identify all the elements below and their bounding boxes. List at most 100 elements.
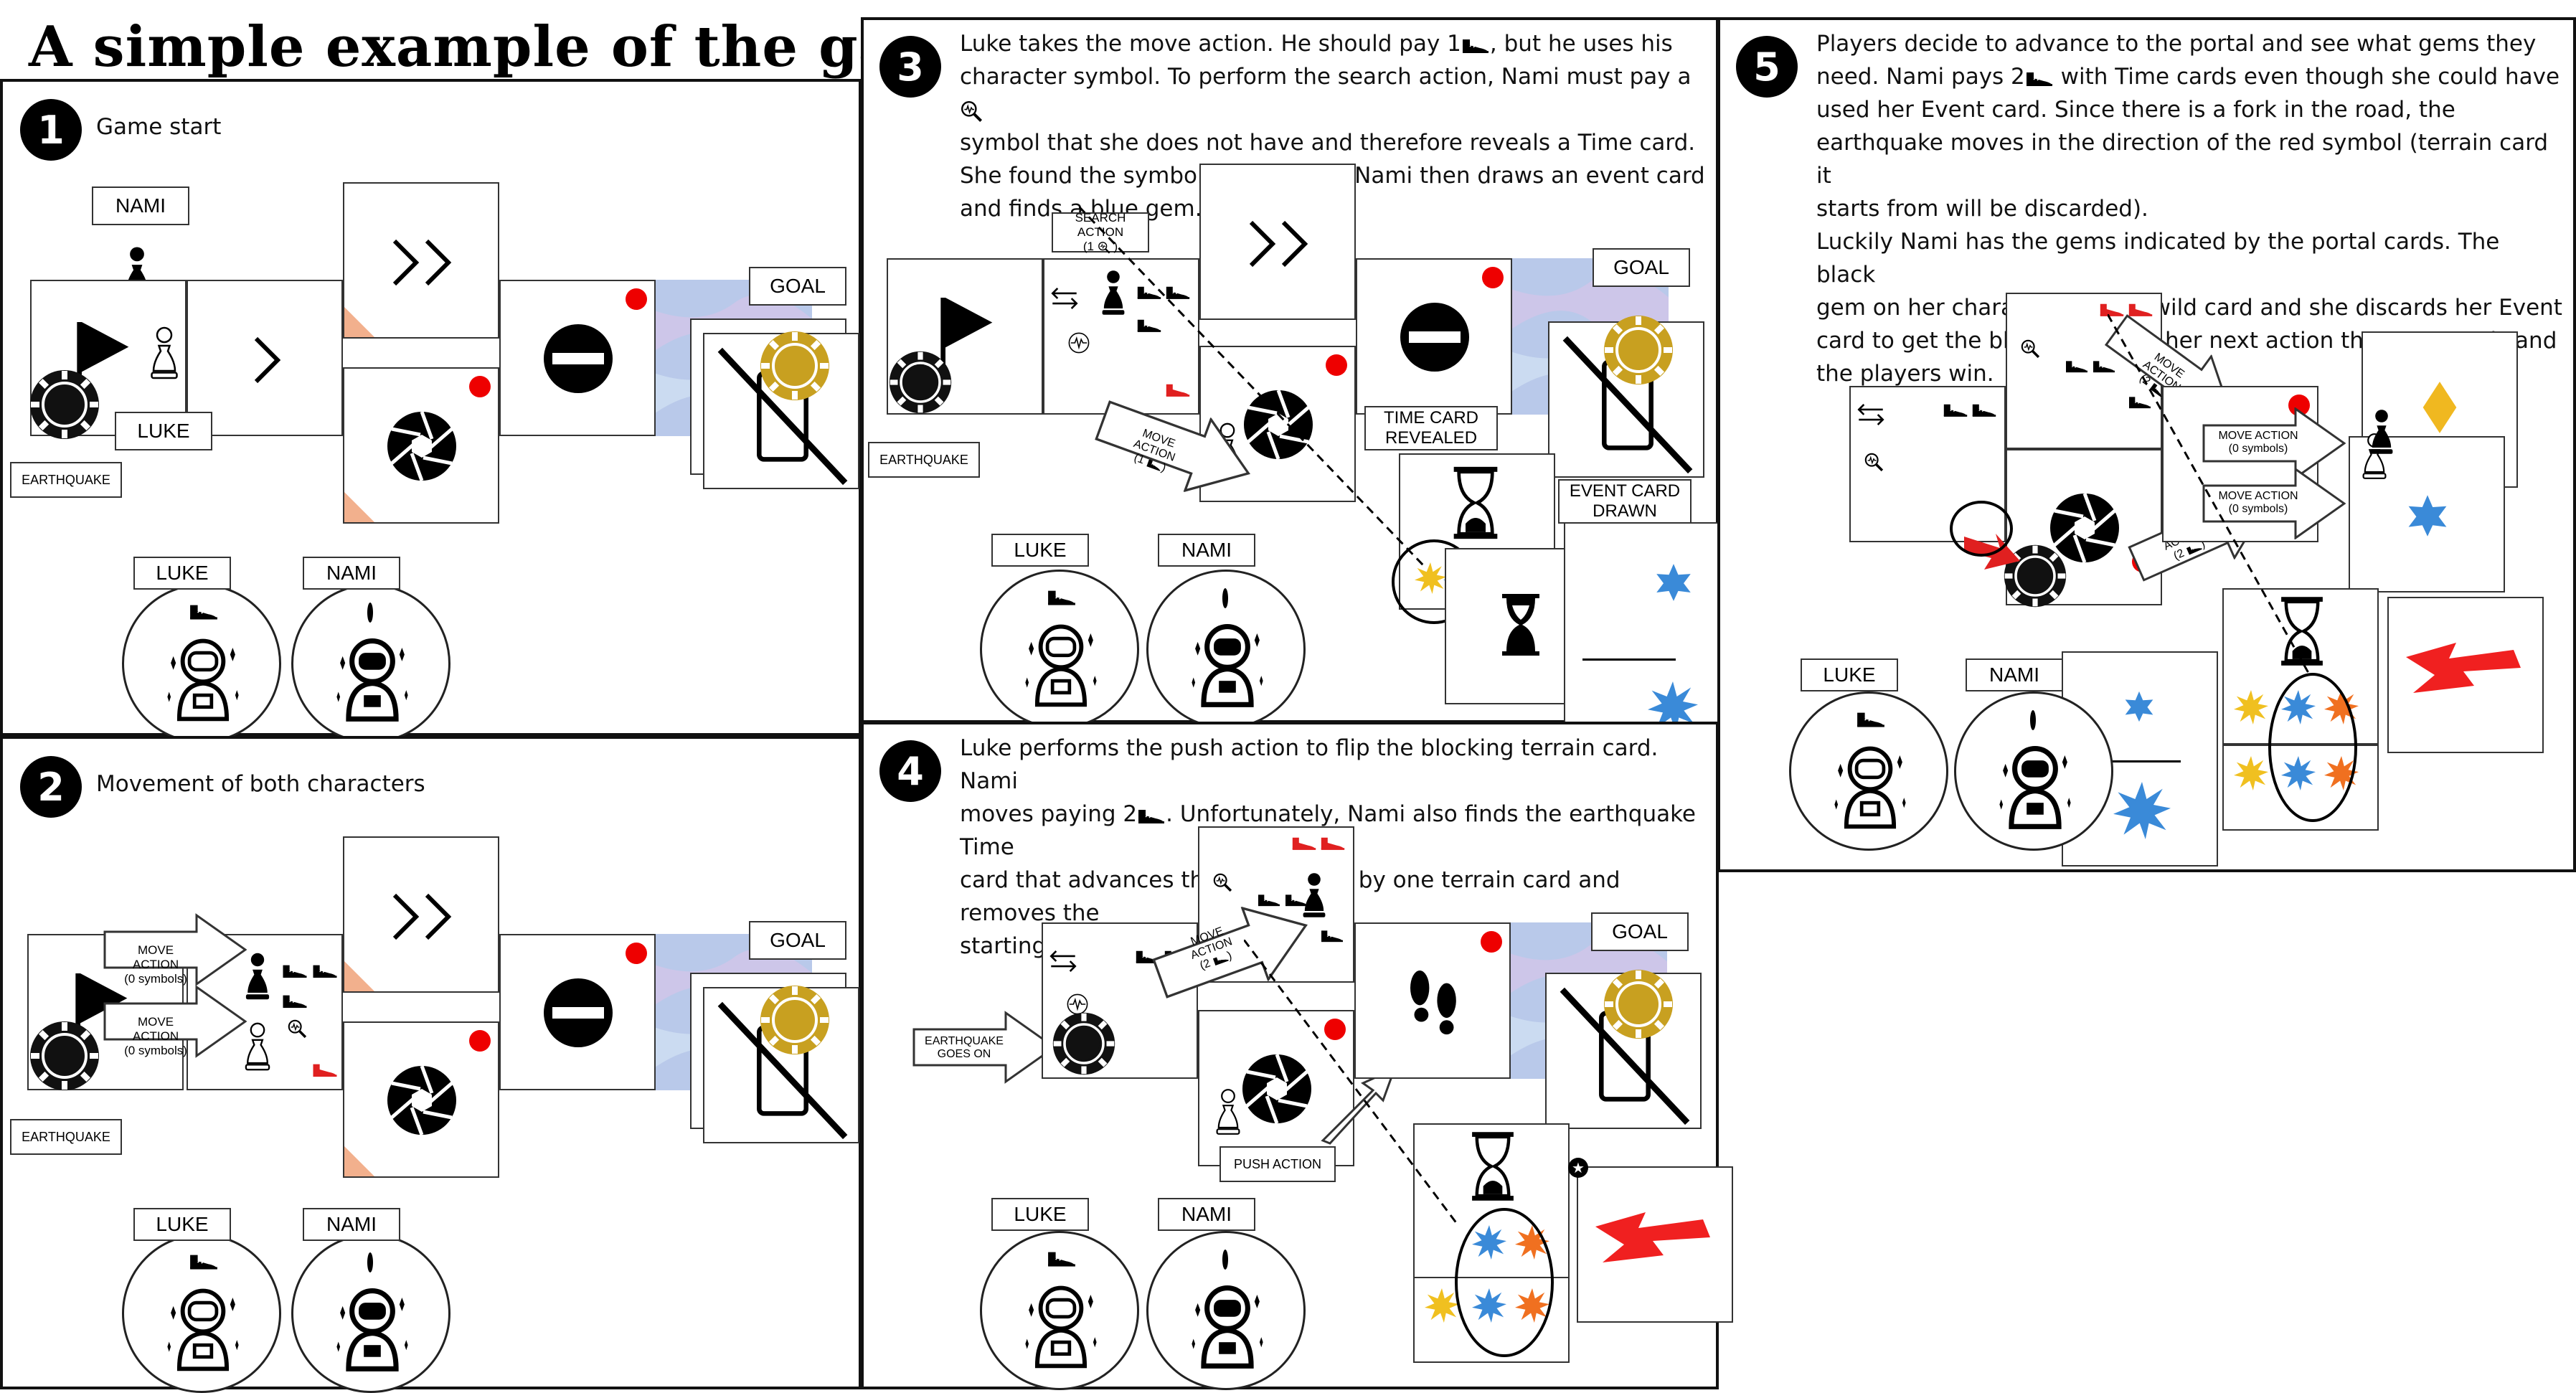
astronaut-icon <box>1992 737 2078 830</box>
move-action-label: MOVE ACTION(0 symbols) <box>116 943 195 986</box>
text-line: need. Nami pays 2 with Time cards even t… <box>1816 60 2562 93</box>
yellow-burst-icon <box>2234 756 2268 790</box>
terrain-card-blocked <box>499 934 656 1090</box>
diamond-gem-icon <box>2422 379 2458 436</box>
move-action-label: MOVE ACTION(0 symbols) <box>2215 426 2301 459</box>
search-action-label: SEARCH ACTION (1 ) <box>1052 211 1149 254</box>
terrain-card-double-chevron <box>343 836 499 993</box>
text-line: character symbol. To perform the search … <box>960 60 1706 126</box>
token-icon <box>759 984 831 1056</box>
swap-icon <box>1047 948 1079 974</box>
event-card: ★ <box>1568 1158 1733 1323</box>
token-icon <box>1052 1011 1116 1076</box>
terrain-card-chevron <box>1043 258 1199 415</box>
terrain-card-double-chevron <box>1199 164 1356 320</box>
star-gem-icon <box>2406 483 2449 548</box>
move-action-text: MOVE ACTION <box>2218 490 2298 502</box>
time-card-revealed-label: TIME CARD REVEALED <box>1364 406 1498 450</box>
lightning-icon <box>1595 1212 1710 1262</box>
swap-icon <box>1855 402 1887 428</box>
text-segment: Luke takes the move action. He should pa… <box>960 31 1461 57</box>
red-dot <box>1324 1019 1346 1040</box>
boot-icon <box>1943 402 1968 417</box>
search-cost-close: ) <box>1113 240 1118 253</box>
boot-gem-icon <box>2106 782 2178 839</box>
red-dot <box>1326 354 1347 376</box>
move-cost-value: (2 <box>1198 957 1212 973</box>
red-dot <box>626 288 647 310</box>
push-arrow <box>1321 1067 1397 1145</box>
terrain-card-double-chevron <box>343 182 499 339</box>
text-segment: moves paying 2 <box>960 801 1138 827</box>
corner-mark <box>344 307 374 337</box>
card-badge: ★ <box>1568 1158 1588 1178</box>
boot-icon <box>2065 359 2089 373</box>
boot-icon <box>311 963 339 978</box>
text-line: used her Event card. Since there is a fo… <box>1816 97 2455 123</box>
boot-icon <box>281 993 308 1009</box>
star-gem-icon <box>1654 552 1693 613</box>
step-number: 1 <box>20 99 82 161</box>
pulse-icon <box>367 603 373 623</box>
text-line: symbol that she does not have and theref… <box>960 130 1696 156</box>
pulse-icon <box>2030 710 2036 730</box>
boot-icon <box>1291 835 1317 851</box>
pawn-icon <box>2366 407 2397 456</box>
terrain-card-aperture <box>1198 1010 1354 1166</box>
boot-icon <box>1047 1249 1077 1267</box>
nami-label: NAMI <box>303 1208 400 1241</box>
text-line: Players decide to advance to the portal … <box>1816 31 2537 57</box>
move-cost-text: (0 symbols) <box>2228 443 2288 455</box>
step-number: 4 <box>879 740 941 802</box>
hourglass-icon <box>1450 463 1501 542</box>
goal-label: GOAL <box>1593 248 1690 287</box>
divider <box>1582 658 1676 661</box>
panel-1: 1 Game start NAMI LUKE EARTHQUAKE GOAL L… <box>0 79 862 743</box>
earthquake-label: EARTHQUAKE <box>10 462 122 498</box>
move-action-label: MOVE ACTION(0 symbols) <box>116 1015 195 1057</box>
hourglass-icon <box>1499 585 1542 664</box>
boot-icon <box>1137 807 1166 824</box>
highlight-ellipse <box>1950 501 2013 557</box>
red-dot <box>469 1030 491 1052</box>
terrain-card-blocked <box>499 280 656 436</box>
astronaut-icon <box>329 629 415 722</box>
terrain-card-blocked <box>1356 258 1512 415</box>
boot-icon <box>1971 402 1997 417</box>
goal-label: GOAL <box>1591 912 1689 951</box>
search-icon <box>2020 339 2040 359</box>
highlight-ellipse <box>1455 1208 1554 1357</box>
boot-icon <box>1461 37 1490 54</box>
pawn-icon <box>146 326 182 380</box>
text-line: the players win. <box>1816 361 1994 387</box>
highlight-ellipse <box>2268 673 2357 822</box>
luke-label: LUKE <box>991 1198 1089 1231</box>
text-segment: need. Nami pays 2 <box>1816 64 2025 90</box>
luke-label: LUKE <box>133 1208 231 1241</box>
token-icon <box>759 330 831 402</box>
pulse-icon <box>367 1252 373 1272</box>
move-action-text: MOVE ACTION <box>132 1015 179 1043</box>
event-card <box>1564 522 1720 726</box>
panel-2: 2 Movement of both characters MOVE ACTIO… <box>0 736 862 1393</box>
terrain-card-start <box>887 258 1043 415</box>
text-line: starts from will be discarded). <box>1816 196 2148 222</box>
boot-icon <box>189 602 219 620</box>
step-caption: Game start <box>96 114 222 140</box>
text-segment: , but he uses his <box>1489 31 1673 57</box>
divider <box>2102 760 2181 762</box>
search-action-text: SEARCH ACTION <box>1075 211 1126 239</box>
search-cost: (1 ) <box>1083 240 1118 254</box>
push-action-label: PUSH ACTION <box>1219 1146 1336 1182</box>
red-dot <box>1481 931 1502 953</box>
lightning-icon <box>2406 643 2521 693</box>
astronaut-icon <box>1018 615 1104 708</box>
text-segment: with Time cards even though she could ha… <box>2053 64 2560 90</box>
double-chevron-icon <box>380 888 466 945</box>
panel-4: 4 Luke performs the push action to flip … <box>861 722 1733 1390</box>
token-icon <box>29 1020 100 1092</box>
boot-icon <box>281 963 308 978</box>
step-caption: Movement of both characters <box>96 771 425 797</box>
yellow-burst-icon <box>1425 1288 1459 1323</box>
boot-icon <box>1320 835 1346 851</box>
